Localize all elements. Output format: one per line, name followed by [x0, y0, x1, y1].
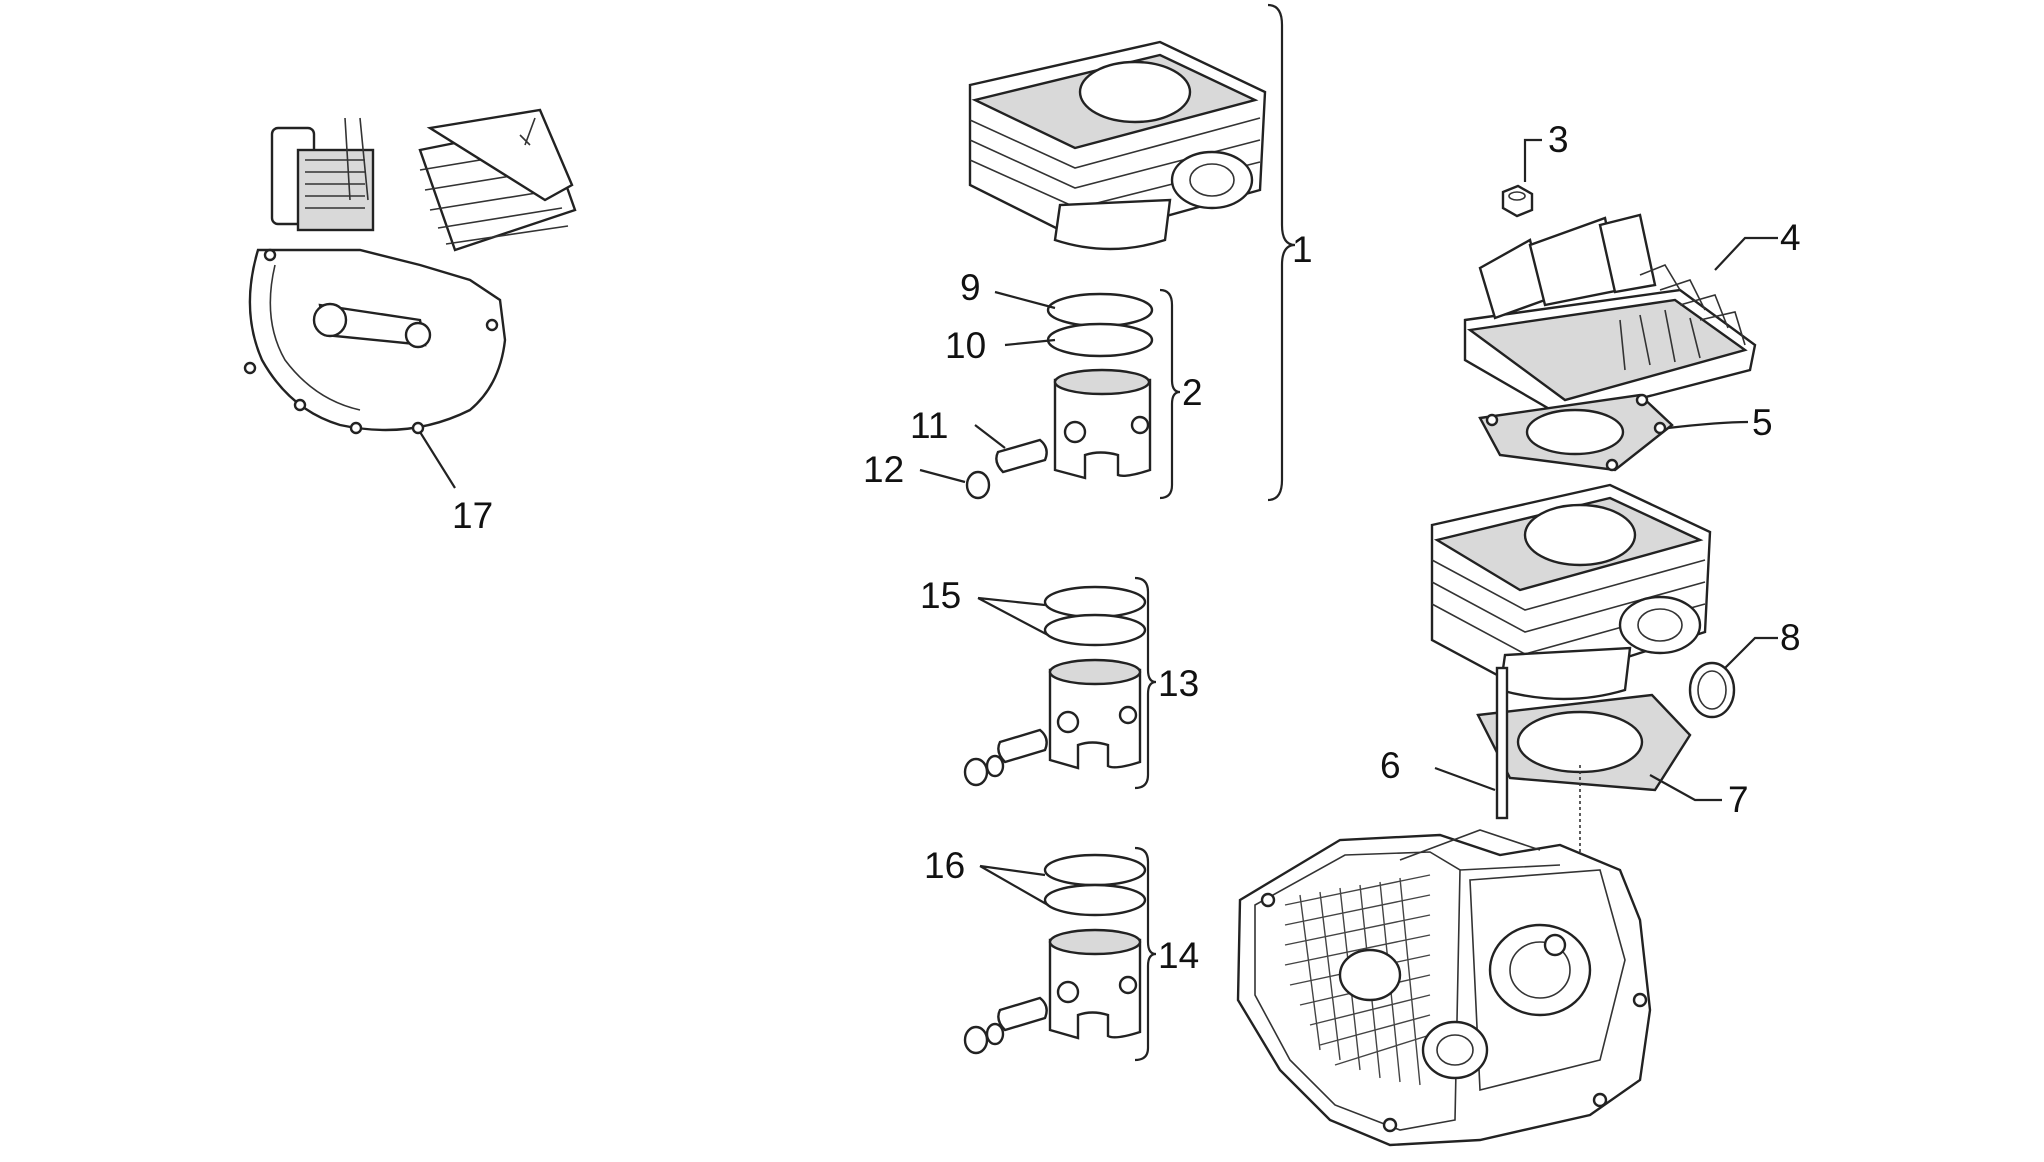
label-5: 5 — [1752, 402, 1773, 443]
label-3: 3 — [1548, 119, 1569, 160]
nut-3 — [1501, 184, 1534, 218]
label-16: 16 — [924, 845, 965, 886]
label-11: 11 — [910, 405, 948, 446]
label-2: 2 — [1182, 372, 1203, 413]
label-10: 10 — [945, 325, 986, 366]
ring-8 — [1688, 661, 1736, 719]
stud-6 — [1495, 666, 1509, 820]
piston-kit-2 — [965, 292, 1154, 500]
label-13: 13 — [1158, 663, 1199, 704]
label-4: 4 — [1780, 217, 1801, 258]
label-8: 8 — [1780, 617, 1801, 658]
cylinder-head-4 — [1463, 213, 1757, 420]
base-gasket-7 — [1476, 693, 1692, 792]
label-7: 7 — [1728, 779, 1749, 820]
cylinder-kit-top — [968, 40, 1267, 251]
label-17: 17 — [452, 495, 493, 536]
crankcase — [1236, 829, 1652, 1147]
engine-assembly — [243, 108, 577, 489]
piston-kit-14 — [963, 853, 1147, 1055]
label-14: 14 — [1158, 935, 1199, 976]
label-6: 6 — [1380, 745, 1401, 786]
label-15: 15 — [920, 575, 961, 616]
piston-kit-13 — [963, 585, 1147, 787]
cylinder-main — [1430, 483, 1712, 701]
label-12: 12 — [863, 449, 904, 490]
head-gasket-5 — [1478, 393, 1674, 472]
label-1: 1 — [1292, 229, 1313, 270]
label-9: 9 — [960, 267, 981, 308]
